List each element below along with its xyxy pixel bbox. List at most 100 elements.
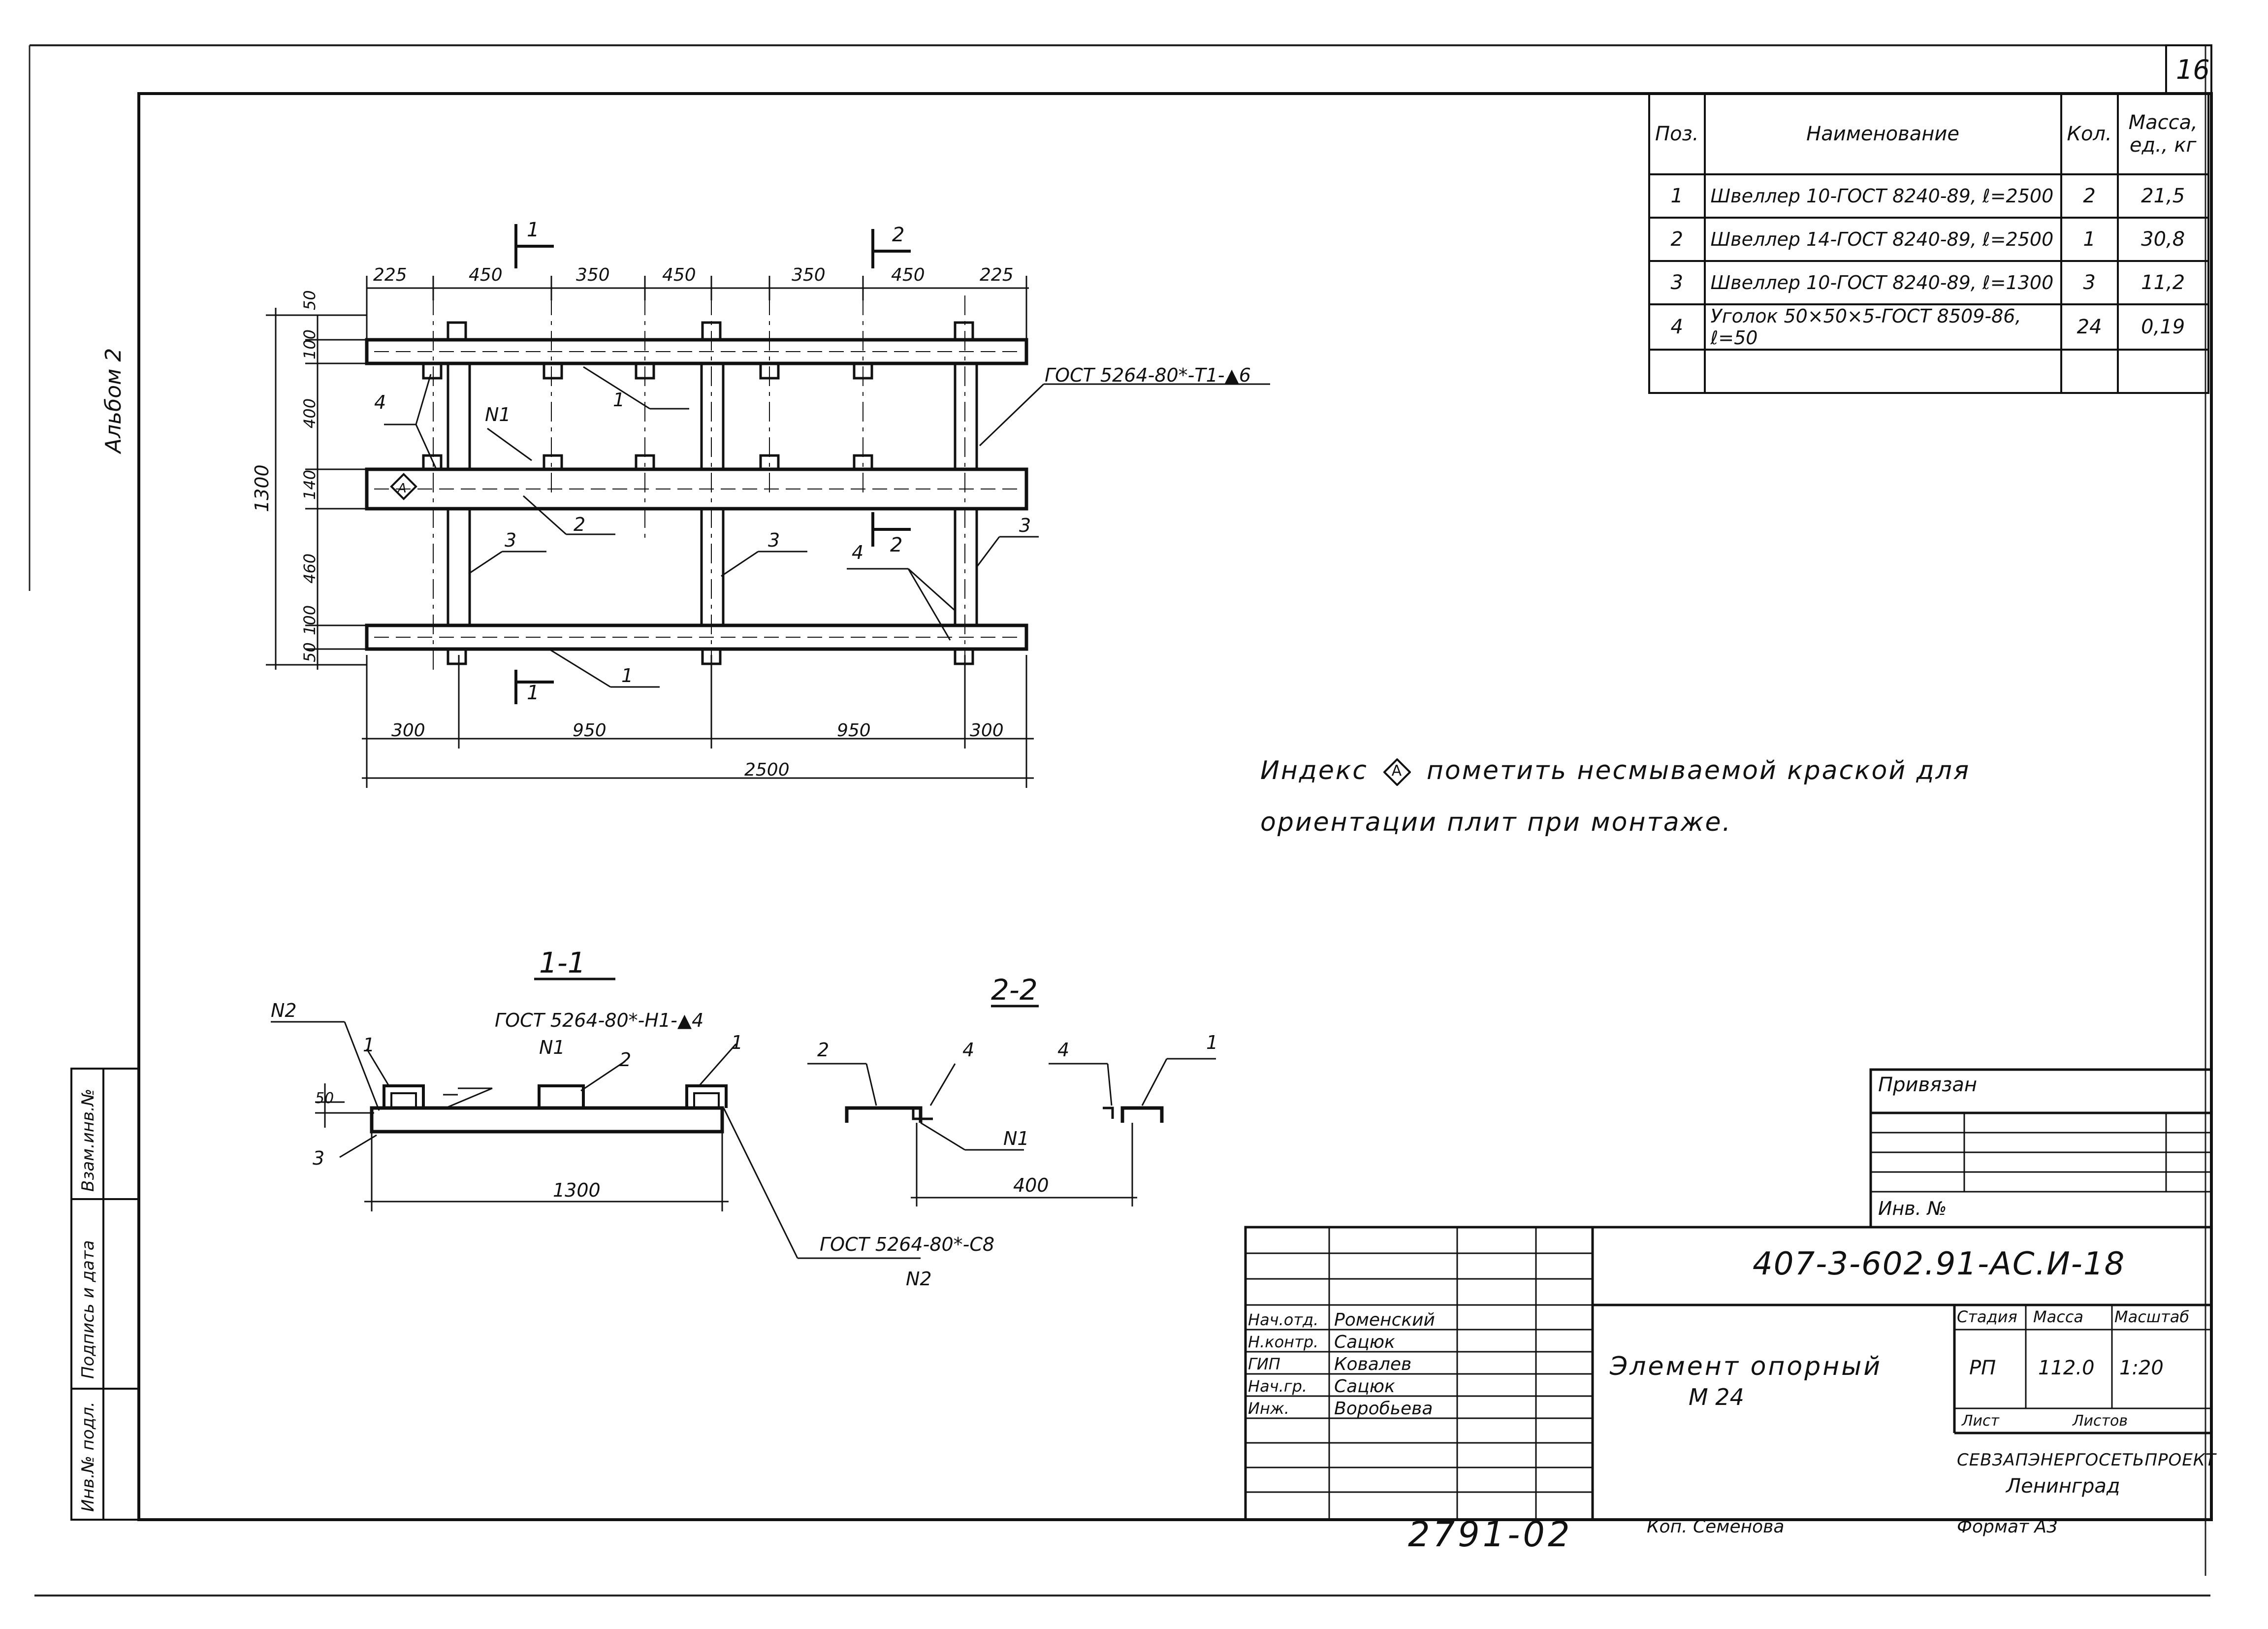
dim-left-2: 400 bbox=[300, 398, 319, 428]
index-a-symbol-icon: A bbox=[1383, 758, 1411, 786]
left-stamp-frame bbox=[70, 1068, 140, 1521]
spec-cell-mass: 21,5 bbox=[2116, 173, 2209, 219]
dim-top-0: 225 bbox=[373, 265, 407, 285]
section-1-1-labels: 1-1 N2 ГОСТ 5264-80*-Н1-▲4 N1 1 2 1 3 50… bbox=[271, 946, 994, 1290]
s11-pos-1b: 1 bbox=[731, 1032, 743, 1053]
s11-dim-height: 50 bbox=[315, 1090, 334, 1107]
document-code: 407-3-602.91-АС.И-18 bbox=[1753, 1246, 2126, 1282]
pos-1-top: 1 bbox=[613, 389, 625, 411]
role-2: ГИП bbox=[1248, 1355, 1280, 1373]
spec-row: 3 Швеллер 10-ГОСТ 8240-89, ℓ=1300 3 11,2 bbox=[1648, 260, 2209, 305]
index-a-plan: A bbox=[397, 481, 407, 496]
index-a-letter: A bbox=[1391, 762, 1404, 780]
dim-top-1: 450 bbox=[469, 265, 503, 285]
title-block-frame bbox=[1244, 1068, 2213, 1521]
spec-cell-pos: 3 bbox=[1648, 260, 1706, 305]
name-4: Воробьева bbox=[1334, 1399, 1433, 1419]
spec-cell-name: Швеллер 14-ГОСТ 8240-89, ℓ=2500 bbox=[1703, 217, 2062, 262]
spec-cell-qty: 24 bbox=[2060, 303, 2119, 351]
section-mark-2-mid: 2 bbox=[890, 534, 902, 556]
left-stamp-cell-1: Подпись и дата bbox=[78, 1240, 98, 1379]
spec-cell-name: Уголок 50×50×5-ГОСТ 8509-86, ℓ=50 bbox=[1703, 303, 2062, 351]
spec-cell-qty: 3 bbox=[2060, 260, 2119, 305]
s22-pos-1: 1 bbox=[1206, 1032, 1218, 1053]
copied-by: Коп. Семенова bbox=[1647, 1517, 1785, 1537]
spec-cell-name: Швеллер 10-ГОСТ 8240-89, ℓ=2500 bbox=[1703, 173, 2062, 219]
title-line-1: Элемент опорный bbox=[1610, 1352, 1883, 1381]
spec-row-empty bbox=[1648, 349, 2209, 394]
spec-cell-pos: 2 bbox=[1648, 217, 1706, 262]
name-2: Ковалев bbox=[1334, 1354, 1412, 1374]
spec-cell-name bbox=[1703, 349, 2062, 394]
spec-header-pos: Поз. bbox=[1648, 93, 1706, 175]
archive-number: 2791-02 bbox=[1408, 1514, 1573, 1555]
section-mark-1-top: 1 bbox=[527, 219, 539, 241]
dim-overall-length: 2500 bbox=[744, 760, 790, 780]
scale-header: Масштаб bbox=[2114, 1307, 2190, 1326]
mass-value: 112.0 bbox=[2038, 1357, 2095, 1379]
pos-3-right: 3 bbox=[1019, 515, 1031, 536]
album-label: Альбом 2 bbox=[101, 348, 126, 455]
tied-to-label: Привязан bbox=[1878, 1074, 1978, 1096]
title-line-2: М 24 bbox=[1689, 1384, 1744, 1410]
section-2-2-title: 2-2 bbox=[991, 973, 1038, 1007]
dim-left-6: 50 bbox=[300, 642, 319, 662]
specification-table: Поз. Наименование Кол. Масса, ед., кг 1 … bbox=[1648, 93, 2209, 394]
sheet-number: 16 bbox=[2176, 54, 2210, 85]
section-mark-2-top: 2 bbox=[892, 224, 904, 246]
dim-top-5: 450 bbox=[891, 265, 925, 285]
spec-cell-qty: 2 bbox=[2060, 173, 2119, 219]
spec-cell-mass bbox=[2116, 349, 2209, 394]
spec-header-name: Наименование bbox=[1703, 93, 2062, 175]
s22-pos-4a: 4 bbox=[962, 1039, 974, 1061]
organization-city: Ленинград bbox=[2006, 1475, 2120, 1498]
note-text-b: пометить несмываемой краской для bbox=[1426, 756, 1971, 785]
scale-value: 1:20 bbox=[2119, 1357, 2164, 1379]
spec-cell-mass: 11,2 bbox=[2116, 260, 2209, 305]
inv-no-label: Инв. № bbox=[1878, 1198, 1947, 1219]
role-4: Инж. bbox=[1248, 1399, 1289, 1418]
s11-weld2-node: N2 bbox=[906, 1268, 932, 1290]
spec-cell-name: Швеллер 10-ГОСТ 8240-89, ℓ=1300 bbox=[1703, 260, 2062, 305]
dim-top-2: 350 bbox=[576, 265, 610, 285]
spec-cell-qty bbox=[2060, 349, 2119, 394]
s11-pos-3: 3 bbox=[313, 1147, 324, 1169]
name-0: Роменский bbox=[1334, 1310, 1435, 1330]
section-1-1-view bbox=[271, 977, 921, 1259]
dim-left-0: 50 bbox=[300, 290, 319, 310]
stage-header: Стадия bbox=[1957, 1307, 2017, 1326]
weld-callout: ГОСТ 5264-80*-Т1-▲6 bbox=[1045, 364, 1251, 386]
format: Формат А3 bbox=[1957, 1517, 2058, 1537]
dim-top-6: 225 bbox=[980, 265, 1014, 285]
s11-weld-node: N1 bbox=[539, 1037, 565, 1058]
roles-column: Нач.отд. Н.контр. ГИП Нач.гр. Инж. bbox=[1248, 1309, 1318, 1420]
section-1-1-title: 1-1 bbox=[539, 946, 586, 979]
spec-header-mass: Масса, ед., кг bbox=[2116, 93, 2209, 175]
s11-pos-1a: 1 bbox=[363, 1034, 375, 1056]
dim-left-5: 100 bbox=[300, 605, 319, 635]
spec-cell-pos: 4 bbox=[1648, 303, 1706, 351]
dim-top-4: 350 bbox=[792, 265, 826, 285]
note-line-1: Индекс A пометить несмываемой краской дл… bbox=[1260, 756, 1970, 786]
note-text-a: Индекс bbox=[1260, 756, 1368, 785]
stage-value: РП bbox=[1969, 1357, 1996, 1379]
spec-header-row: Поз. Наименование Кол. Масса, ед., кг bbox=[1648, 93, 2209, 175]
s22-dim: 400 bbox=[1013, 1174, 1049, 1196]
dim-left-4: 460 bbox=[300, 554, 319, 584]
role-3: Нач.гр. bbox=[1248, 1377, 1308, 1396]
dim-overall-height: 1300 bbox=[251, 464, 273, 512]
plan-dimension-labels: 225 450 350 450 350 450 225 300 950 950 … bbox=[251, 219, 1251, 780]
pos-4-right: 4 bbox=[852, 542, 863, 563]
names-column: Роменский Сацюк Ковалев Сацюк Воробьева bbox=[1334, 1309, 1435, 1420]
spec-row: 2 Швеллер 14-ГОСТ 8240-89, ℓ=2500 1 30,8 bbox=[1648, 217, 2209, 262]
pos-3-mid: 3 bbox=[768, 529, 780, 551]
spec-cell-mass: 30,8 bbox=[2116, 217, 2209, 262]
left-stamp-cell-0: Взам.инв.№ bbox=[78, 1089, 98, 1192]
pos-1-bottom: 1 bbox=[621, 665, 633, 686]
node-label: N1 bbox=[485, 404, 511, 425]
spec-cell-pos bbox=[1648, 349, 1706, 394]
dim-left-1: 100 bbox=[300, 329, 319, 359]
spec-cell-pos: 1 bbox=[1648, 173, 1706, 219]
spec-header-qty: Кол. bbox=[2060, 93, 2119, 175]
